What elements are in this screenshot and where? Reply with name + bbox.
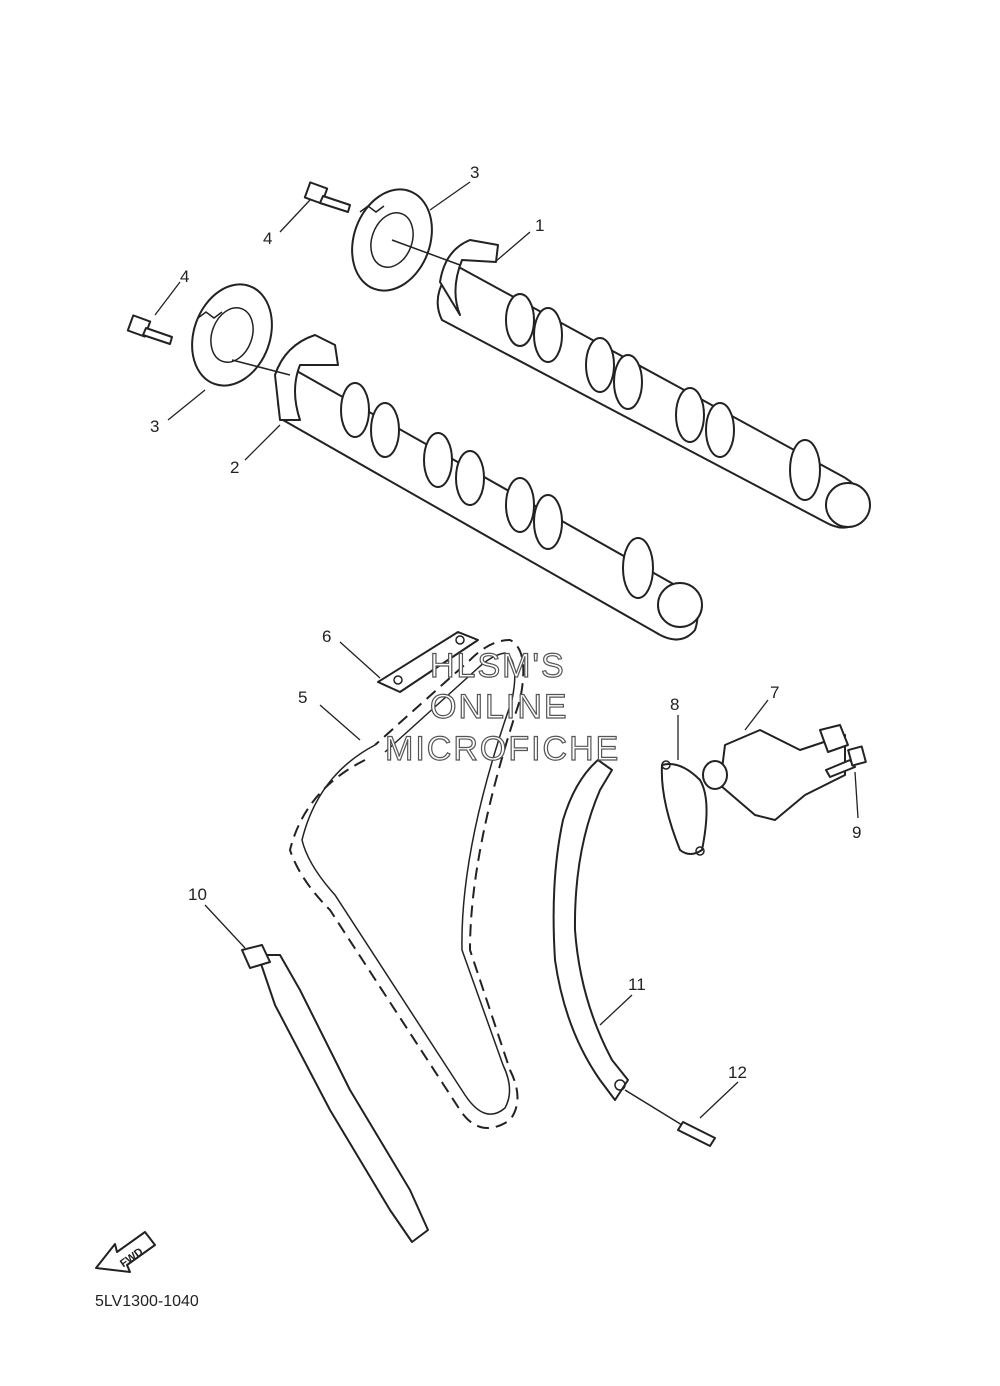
callout-5: 5	[298, 688, 307, 707]
fwd-arrow-icon: FWD	[95, 1231, 156, 1273]
watermark-line2: ONLINE	[430, 688, 569, 726]
callout-7: 7	[770, 683, 779, 702]
callout-3-lower: 3	[150, 417, 159, 436]
cam-sprocket-lower[interactable]	[179, 273, 291, 397]
tensioner-gasket[interactable]	[660, 760, 708, 856]
chain-tensioner[interactable]	[702, 724, 849, 821]
callout-3-upper: 3	[470, 163, 479, 182]
callout-9: 9	[852, 823, 861, 842]
watermark: HLSM'S ONLINE MICROFICHE	[384, 646, 620, 768]
callout-12: 12	[728, 1063, 747, 1082]
callout-11: 11	[628, 975, 646, 994]
callout-2: 2	[230, 458, 239, 477]
callout-8: 8	[670, 695, 679, 714]
sprocket-bolt-lower[interactable]	[126, 314, 173, 345]
callout-1: 1	[535, 216, 544, 235]
sprocket-bolt-upper[interactable]	[303, 181, 351, 213]
callout-4-lower: 4	[180, 267, 189, 286]
leader-lines	[154, 181, 859, 1119]
camshaft-1[interactable]	[436, 239, 871, 529]
camshaft-2[interactable]	[274, 334, 703, 641]
callout-10: 10	[188, 885, 207, 904]
watermark-line3: MICROFICHE	[385, 730, 620, 768]
callout-4-upper: 4	[263, 229, 272, 248]
watermark-line1: HLSM'S	[430, 647, 566, 685]
timing-chain[interactable]	[288, 638, 525, 1129]
chain-guide-top[interactable]	[377, 631, 479, 693]
diagram-code: 5LV1300-1040	[95, 1293, 199, 1310]
chain-guide-intake[interactable]	[552, 759, 629, 1101]
chain-guide-exhaust[interactable]	[241, 944, 429, 1243]
guide-pin[interactable]	[624, 1089, 716, 1147]
cam-sprocket-upper[interactable]	[339, 178, 461, 302]
tensioner-bolt[interactable]	[825, 745, 867, 778]
callout-6: 6	[322, 627, 331, 646]
